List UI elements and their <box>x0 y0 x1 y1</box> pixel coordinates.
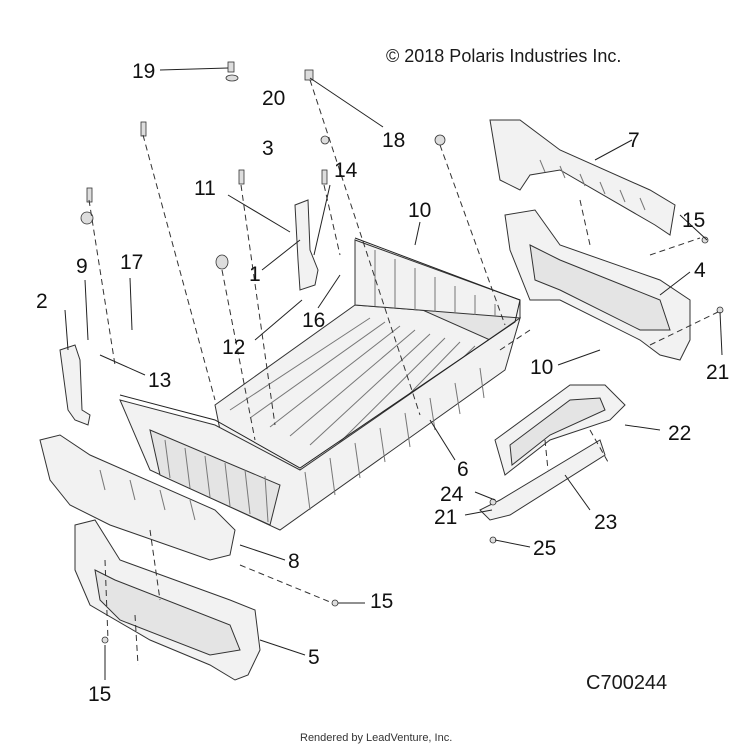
callout-15-right: 15 <box>682 209 706 232</box>
callout-22: 22 <box>668 422 692 445</box>
right-side-rail <box>504 209 691 361</box>
callout-13: 13 <box>148 369 172 392</box>
callout-5: 5 <box>308 646 320 669</box>
assembly-lines <box>88 79 719 666</box>
callout-2: 2 <box>36 290 48 313</box>
callout-14: 14 <box>334 159 358 182</box>
callout-11: 11 <box>194 177 216 200</box>
copyright-notice: © 2018 Polaris Industries Inc. <box>386 46 622 66</box>
rendered-by-credit: Rendered by LeadVenture, Inc. <box>300 732 453 744</box>
callout-21-lower: 21 <box>434 506 458 529</box>
left-bracket <box>59 344 91 426</box>
center-bracket <box>294 199 319 291</box>
callout-16: 16 <box>302 309 326 332</box>
callout-19: 19 <box>132 60 156 83</box>
callout-10-lower: 10 <box>530 356 554 379</box>
callout-17: 17 <box>120 251 144 274</box>
mounting-plate <box>479 439 606 521</box>
diagram-number: C700244 <box>586 672 668 694</box>
front-lower-rail <box>39 434 236 561</box>
upper-right-rail <box>489 119 676 236</box>
callout-24: 24 <box>440 483 464 506</box>
callout-6: 6 <box>457 458 469 481</box>
cargo-box <box>119 237 521 531</box>
callout-21-right: 21 <box>706 361 730 384</box>
callout-20: 20 <box>262 87 286 110</box>
callout-15-left: 15 <box>88 683 112 706</box>
callout-10-upper: 10 <box>408 199 432 222</box>
callout-25: 25 <box>533 537 557 560</box>
callout-4: 4 <box>694 259 706 282</box>
callout-12: 12 <box>222 336 246 359</box>
callout-23: 23 <box>594 511 618 534</box>
callout-15-center: 15 <box>370 590 394 613</box>
fasteners <box>80 61 724 644</box>
callout-3: 3 <box>262 137 274 160</box>
callout-1: 1 <box>249 263 261 286</box>
leader-lines <box>64 67 723 680</box>
right-lower-panel <box>494 384 626 476</box>
callout-9: 9 <box>76 255 88 278</box>
callout-7: 7 <box>628 129 640 152</box>
callout-18: 18 <box>382 129 406 152</box>
callout-8: 8 <box>288 550 300 573</box>
front-bottom-rail <box>74 519 261 681</box>
